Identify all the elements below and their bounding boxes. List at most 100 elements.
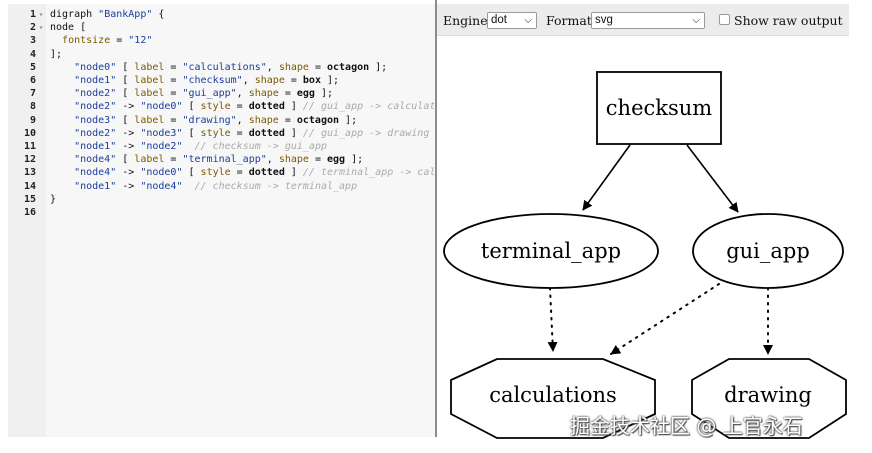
format-select[interactable]: svg ⌵ (591, 12, 705, 29)
code-token (182, 181, 194, 192)
code-token: -> (116, 101, 141, 113)
line-number: 9 (29, 114, 36, 126)
code-line[interactable]: 1▾digraph "BankApp" { (8, 8, 435, 21)
code-token: "BankApp" (98, 9, 153, 20)
code-token: shape (248, 88, 279, 100)
code-token: "node2" (50, 127, 117, 139)
code-line[interactable]: 9 "node3" [ label = "drawing", shape = o… (8, 114, 435, 127)
node-gui-app: gui_app (692, 213, 844, 289)
code-token: -> (116, 141, 141, 152)
code-token: "node4" (50, 167, 117, 179)
code-token: "node0" (50, 61, 117, 73)
code-text: "node1" [ label = "checksum", shape = bo… (46, 74, 339, 87)
code-line[interactable]: 7 "node2" [ label = "gui_app", shape = e… (8, 87, 435, 100)
code-editor[interactable]: 1▾digraph "BankApp" {2▾node [3 fontsize … (8, 4, 435, 437)
code-token: label (134, 154, 165, 166)
edge-terminal-app-calculations (547, 287, 558, 352)
line-number: 3 (29, 35, 36, 47)
code-text: fontsize = "12" (46, 34, 152, 47)
code-text: "node2" [ label = "gui_app", shape = egg… (46, 87, 333, 100)
code-line[interactable]: 10 "node2" -> "node3" [ style = dotted ]… (8, 127, 435, 140)
code-token: [ (116, 88, 135, 100)
code-token: "calculations" (182, 61, 267, 73)
code-token: ]; (50, 48, 63, 60)
node-checksum-label: checksum (606, 96, 713, 120)
format-label: Format: (546, 13, 597, 28)
code-token: [ (182, 101, 201, 113)
code-token: = (164, 75, 183, 86)
code-token: [ (116, 75, 135, 86)
node-drawing: drawing (691, 358, 847, 439)
code-token: ]; (339, 114, 358, 126)
engine-select-value: dot (491, 14, 507, 26)
node-checksum: checksum (596, 71, 722, 145)
code-token: [ (116, 154, 135, 166)
code-token: "terminal_app" (182, 154, 267, 166)
code-token: // checksum -> gui_app (194, 141, 327, 152)
code-token: style (200, 101, 231, 113)
raw-output-checkbox[interactable] (719, 14, 730, 25)
code-token: , (236, 88, 249, 100)
code-line[interactable]: 4]; (8, 48, 435, 61)
code-token: label (134, 61, 165, 73)
code-token: style (200, 127, 231, 139)
code-token: label (134, 114, 165, 126)
code-token: ] (284, 101, 303, 113)
code-token: [ (182, 127, 201, 139)
code-line[interactable]: 2▾node [ (8, 21, 435, 34)
code-token: = (308, 61, 327, 73)
code-line[interactable]: 12 "node4" [ label = "terminal_app", sha… (8, 153, 435, 166)
code-line[interactable]: 5 "node0" [ label = "calculations", shap… (8, 61, 435, 74)
code-token: , (236, 114, 249, 126)
fold-toggle-icon[interactable]: ▾ (38, 10, 44, 19)
code-token: label (134, 75, 165, 86)
code-token: ]; (369, 61, 388, 73)
code-token: "checksum" (182, 75, 243, 86)
line-number: 16 (23, 207, 36, 218)
code-line[interactable]: 13 "node4" -> "node0" [ style = dotted ]… (8, 166, 435, 179)
code-text: node [ (46, 21, 86, 34)
line-number: 4 (29, 48, 36, 60)
code-text: "node1" -> "node2" // checksum -> gui_ap… (46, 140, 327, 153)
code-token: "node3" (140, 127, 183, 139)
code-text: ]; (46, 48, 62, 61)
code-token: ]; (345, 154, 364, 166)
code-token: shape (278, 154, 309, 166)
chevron-down-icon: ⌵ (692, 15, 700, 26)
code-token: shape (254, 75, 285, 86)
node-drawing-label: drawing (724, 383, 812, 407)
code-token: = (278, 88, 297, 100)
code-token: , (266, 61, 279, 73)
raw-output-label[interactable]: Show raw output (734, 13, 843, 28)
code-line[interactable]: 3 fontsize = "12" (8, 34, 435, 47)
code-token: "node2" (50, 88, 117, 100)
code-token: "node4" (50, 154, 117, 166)
code-line[interactable]: 14 "node1" -> "node4" // checksum -> ter… (8, 180, 435, 193)
engine-select[interactable]: dot ⌵ (487, 12, 537, 29)
code-line[interactable]: 16 (8, 206, 435, 219)
code-line[interactable]: 11 "node1" -> "node2" // checksum -> gui… (8, 140, 435, 153)
code-token: [ (182, 167, 201, 179)
code-token: // gui_app -> drawing (302, 127, 430, 139)
code-token: , (242, 75, 255, 86)
code-line[interactable]: 8 "node2" -> "node0" [ style = dotted ] … (8, 100, 435, 113)
code-token: = (230, 101, 249, 113)
code-token: egg (326, 154, 346, 166)
pane-divider[interactable] (435, 0, 437, 437)
code-token: = (110, 35, 129, 47)
code-text: "node2" -> "node3" [ style = dotted ] //… (46, 127, 429, 140)
code-token: "node3" (50, 114, 117, 126)
fold-toggle-icon[interactable]: ▾ (38, 23, 44, 33)
code-token: "node2" (50, 101, 117, 113)
code-token: [ (116, 114, 135, 126)
edge-checksum-terminal-app (582, 144, 631, 211)
code-line[interactable]: 15} (8, 193, 435, 206)
code-token: { (152, 9, 165, 20)
code-token: box (302, 75, 321, 86)
line-number: 14 (23, 180, 36, 192)
code-line[interactable]: 6 "node1" [ label = "checksum", shape = … (8, 74, 435, 87)
code-token: = (284, 75, 303, 86)
code-text: "node2" -> "node0" [ style = dotted ] //… (46, 100, 435, 113)
line-number: 8 (29, 101, 36, 113)
code-token: dotted (248, 101, 285, 113)
